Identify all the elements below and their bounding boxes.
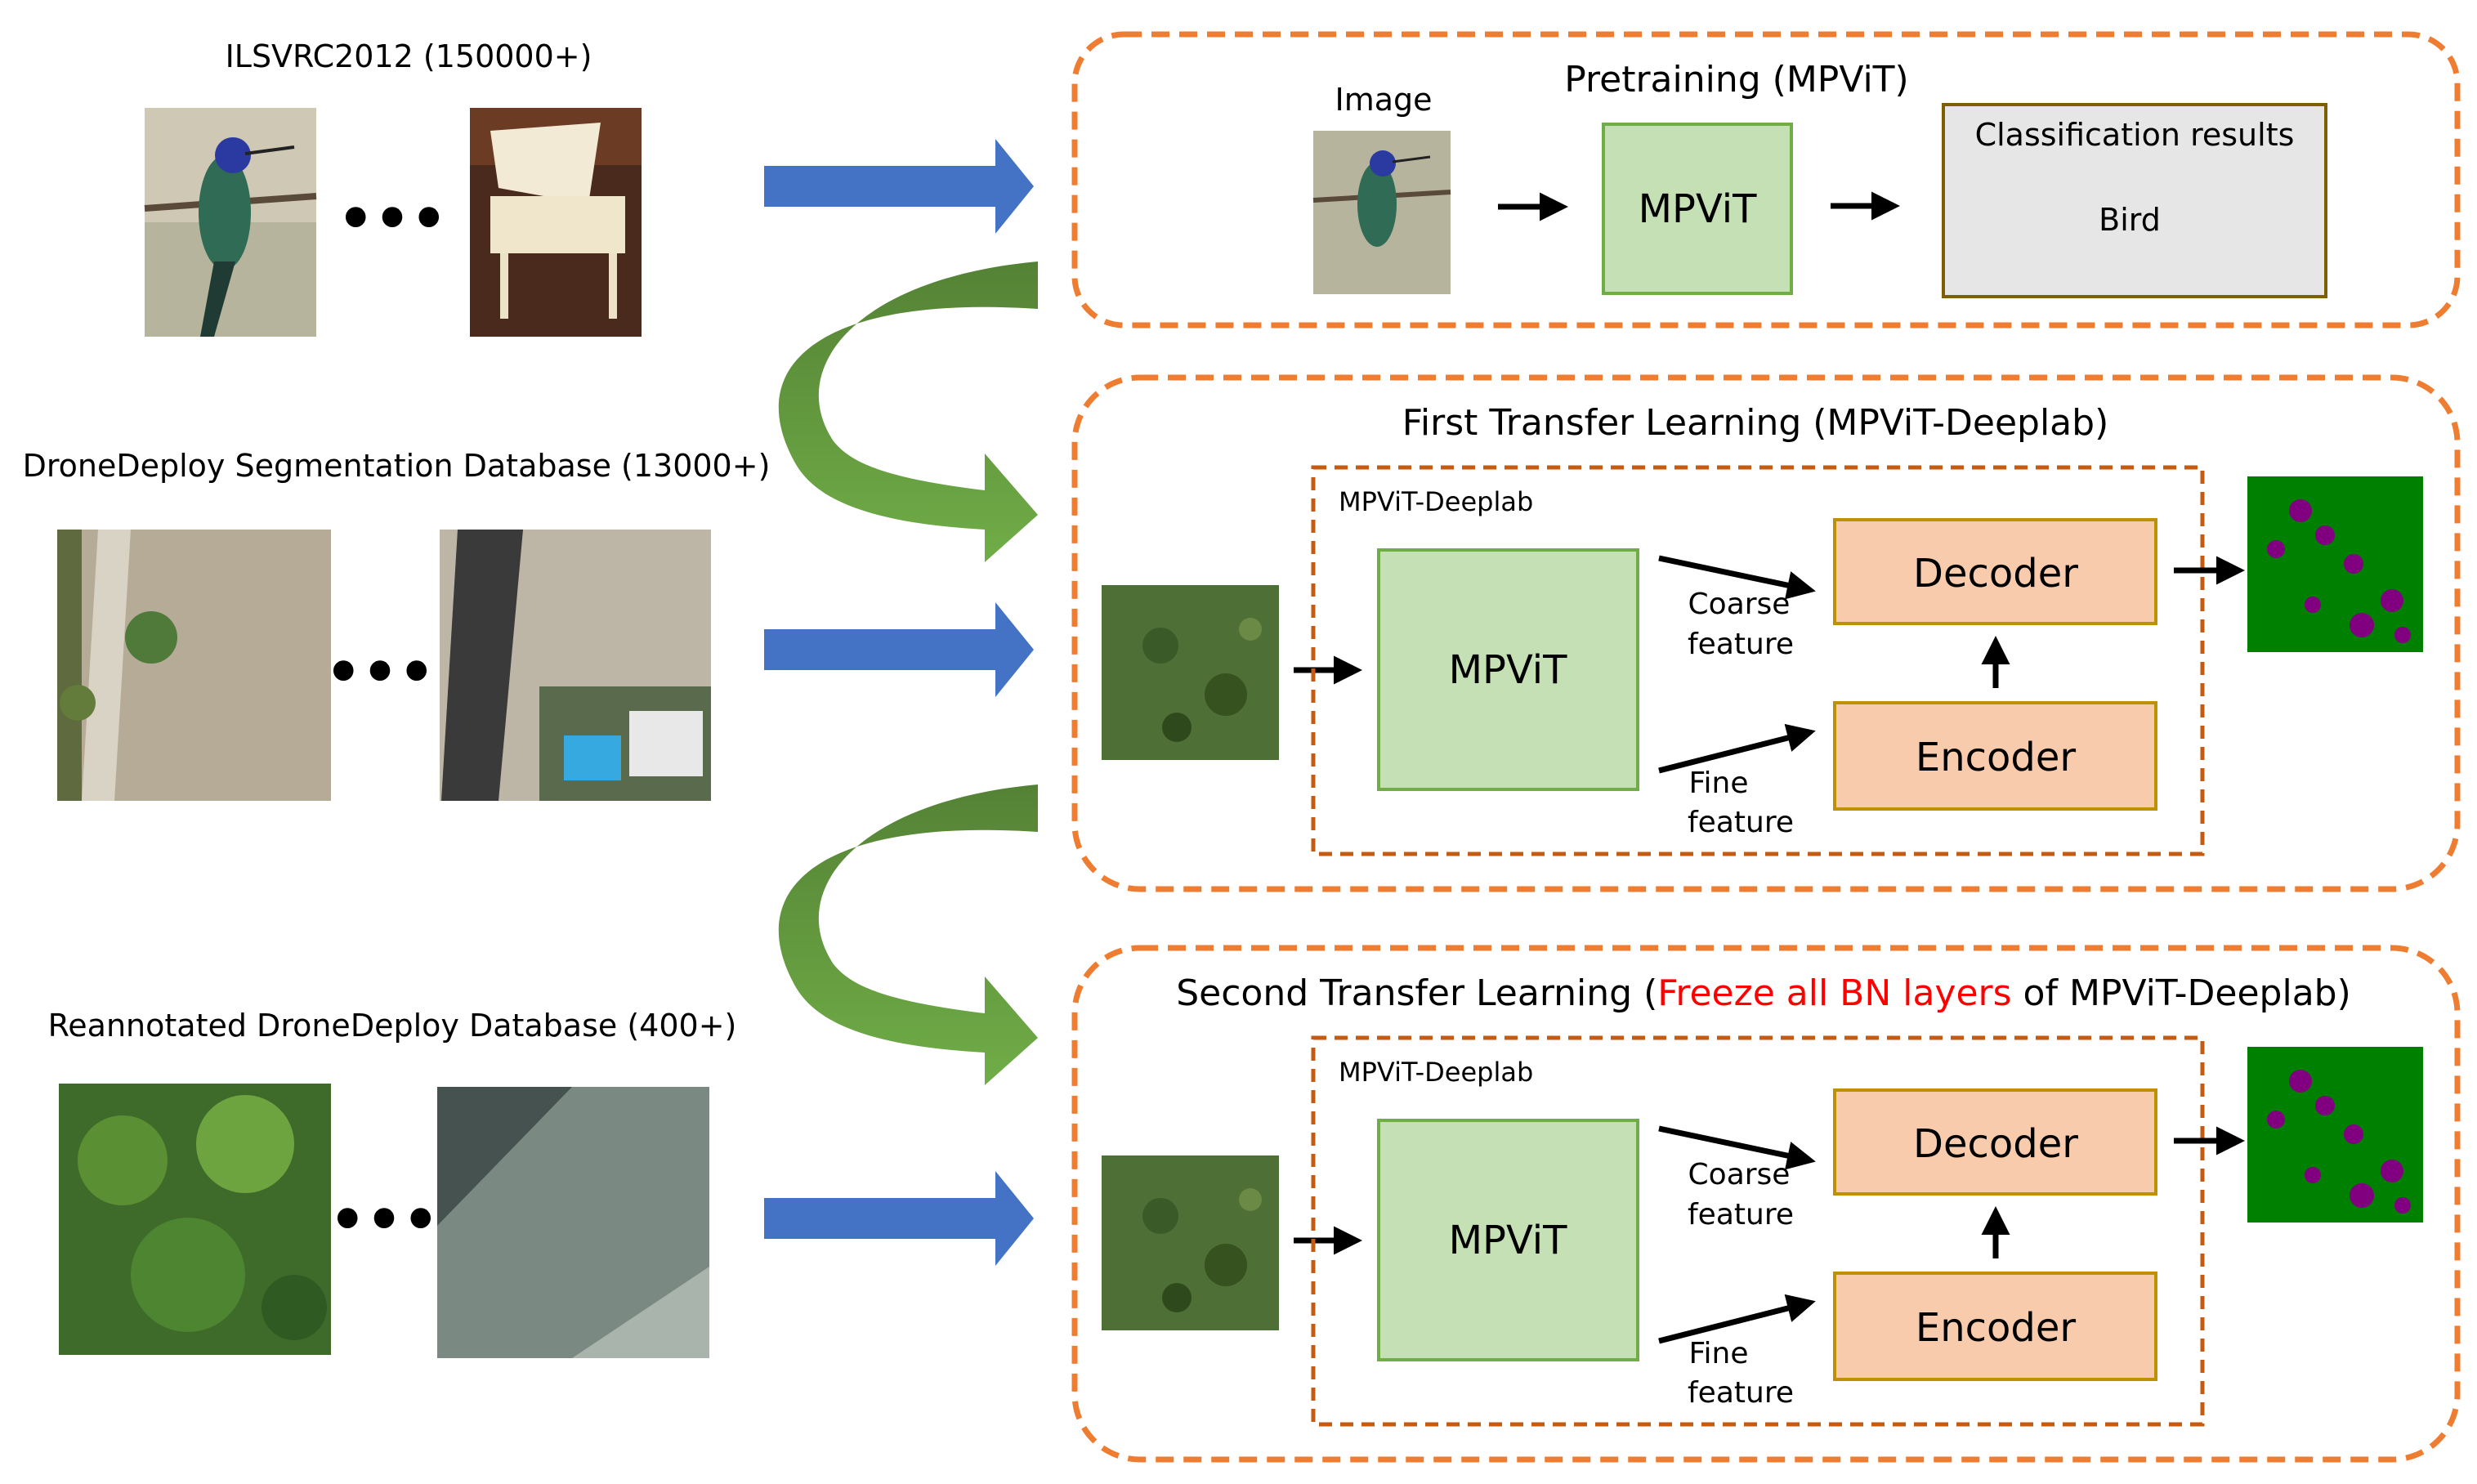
dataset-dronedeploy: DroneDeploy Segmentation Database (13000…: [23, 448, 771, 801]
ellipsis: •••: [325, 639, 435, 706]
panel-title: First Transfer Learning (MPViT-Deeplab): [1402, 402, 2108, 444]
pretraining-panel: Pretraining (MPViT) Image MPViT Classifi…: [1071, 31, 2461, 329]
mpvit-box: [1377, 1119, 1639, 1361]
dataset-label: DroneDeploy Segmentation Database (13000…: [23, 448, 771, 484]
decoder-label: Decoder: [1913, 551, 2078, 597]
mpvit-box: [1602, 123, 1793, 295]
encoder-box: [1833, 701, 2157, 811]
fine-label-1: Fine: [1688, 767, 1748, 800]
input-aerial-image: [1102, 1155, 1279, 1330]
input-bird-image: [1312, 131, 1451, 294]
title-highlight: Freeze all BN layers: [1657, 972, 2011, 1014]
fine-arrow: [1658, 723, 1816, 774]
coarse-arrow: [1658, 555, 1816, 600]
coarse-arrow: [1658, 1125, 1816, 1170]
decoder-label: Decoder: [1913, 1121, 2078, 1167]
mpvit-label: MPViT: [1639, 186, 1757, 232]
fine-label-2: feature: [1688, 806, 1794, 839]
encoder-label: Encoder: [1916, 735, 2077, 780]
encoder-box: [1833, 1272, 2157, 1381]
classification-results-box: [1942, 103, 2327, 298]
inner-label: MPViT-Deeplab: [1339, 1057, 1533, 1088]
panel-title: Second Transfer Learning (Freeze all BN …: [1176, 972, 2351, 1014]
result-title: Classification results: [1975, 117, 2295, 153]
title-suffix: of MPViT-Deeplab): [2012, 972, 2351, 1014]
result-value: Bird: [2099, 202, 2161, 238]
input-aerial-image: [1102, 585, 1279, 760]
title-prefix: Second Transfer Learning (: [1176, 972, 1657, 1014]
inner-label: MPViT-Deeplab: [1339, 486, 1533, 517]
first-transfer-panel: First Transfer Learning (MPViT-Deeplab) …: [1071, 374, 2461, 892]
second-transfer-panel: Second Transfer Learning (Freeze all BN …: [1071, 945, 2461, 1463]
decoder-box: [1833, 1088, 2157, 1196]
aerial-trees-image: [59, 1084, 331, 1355]
coarse-label-2: feature: [1688, 1198, 1794, 1231]
green-curved-arrow-1: [778, 261, 1038, 562]
panel-title: Pretraining (MPViT): [1564, 59, 1908, 101]
fine-label-2: feature: [1688, 1376, 1794, 1410]
mpvit-label: MPViT: [1449, 647, 1567, 693]
segmentation-output: [2247, 1047, 2423, 1223]
blue-arrow-pretraining: [764, 139, 1034, 234]
coarse-label-1: Coarse: [1688, 1158, 1791, 1191]
ellipsis: •••: [329, 1187, 439, 1254]
aerial-water-image: [437, 1087, 709, 1358]
dataset-label: ILSVRC2012 (150000+): [226, 38, 592, 74]
decoder-box: [1833, 518, 2157, 625]
blue-arrow-second-transfer: [764, 1171, 1034, 1266]
coarse-label-2: feature: [1688, 628, 1794, 661]
fine-label-1: Fine: [1688, 1337, 1748, 1370]
dataset-reannotated: Reannotated DroneDeploy Database (400+) …: [48, 1008, 737, 1358]
hummingbird-image: [144, 108, 317, 337]
green-curved-arrow-2: [778, 784, 1038, 1085]
mpvit-label: MPViT: [1449, 1218, 1567, 1263]
coarse-label-1: Coarse: [1688, 588, 1791, 621]
segmentation-output: [2247, 476, 2423, 652]
mpvit-box: [1377, 548, 1639, 791]
ellipsis: •••: [338, 186, 447, 253]
piano-image: [470, 108, 642, 337]
dataset-label: Reannotated DroneDeploy Database (400+): [48, 1008, 737, 1044]
fine-arrow: [1658, 1294, 1816, 1344]
encoder-label: Encoder: [1916, 1305, 2077, 1351]
image-label: Image: [1335, 82, 1432, 118]
blue-arrow-first-transfer: [764, 602, 1034, 697]
aerial-houses-image: [440, 530, 711, 801]
aerial-path-image: [57, 530, 331, 801]
dataset-ilsvrc: ILSVRC2012 (150000+) •••: [144, 38, 642, 337]
